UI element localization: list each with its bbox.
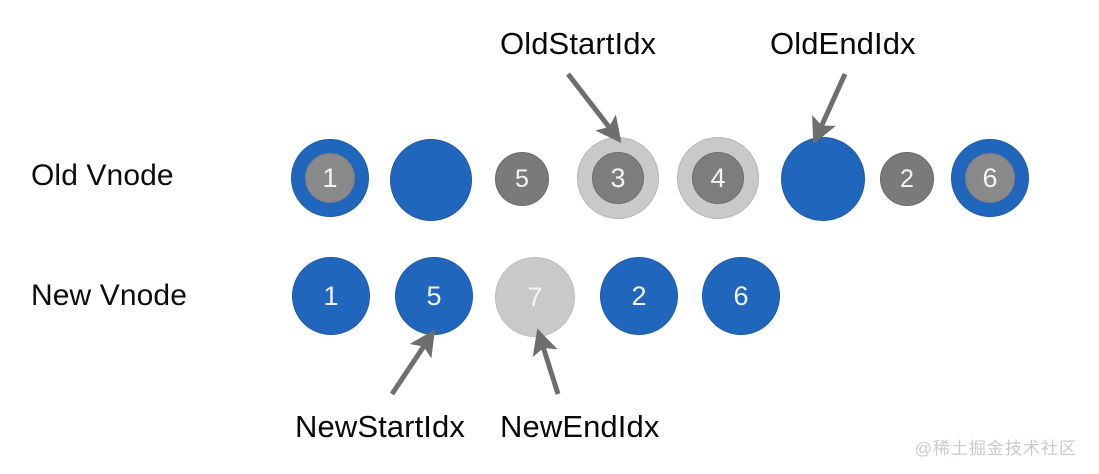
vnode-new-6: 6 — [702, 257, 780, 335]
vnode-old-6: 6 — [951, 139, 1029, 217]
vnode-old-3: 3 — [577, 137, 659, 219]
vnode-key-label: 5 — [515, 164, 529, 193]
vnode-old-5: 5 — [495, 152, 549, 206]
vnode-key-label: 3 — [610, 162, 626, 193]
vnode-new-7: 7 — [495, 257, 575, 337]
vnode-inner-core: 6 — [965, 153, 1015, 203]
vnode-new-2: 2 — [600, 257, 678, 335]
vnode-new-1: 1 — [292, 257, 370, 335]
vnode-old-blank-5 — [781, 137, 865, 221]
vnode-key-label: 2 — [631, 280, 647, 311]
arrow-oldendidx — [812, 72, 848, 145]
vnode-old-4: 4 — [677, 137, 759, 219]
vnode-key-label: 6 — [982, 162, 998, 193]
vnode-inner-core: 3 — [592, 152, 644, 204]
arrow-newstartidx — [389, 329, 435, 396]
vnode-key-label: 7 — [527, 281, 543, 312]
vnode-old-blank-1 — [390, 139, 472, 221]
vnode-key-label: 1 — [323, 280, 339, 311]
annotation-newendidx: NewEndIdx — [500, 409, 660, 444]
vnode-inner-core: 4 — [692, 152, 744, 204]
annotation-oldendidx: OldEndIdx — [770, 26, 916, 61]
vnode-inner-core: 1 — [305, 153, 355, 203]
vnode-old-2: 2 — [880, 152, 934, 206]
vnode-key-label: 5 — [426, 280, 442, 311]
watermark: @稀土掘金技术社区 — [914, 439, 1077, 458]
vnode-key-label: 2 — [900, 164, 914, 193]
annotation-oldstartidx: OldStartIdx — [500, 26, 657, 61]
arrow-oldstartidx — [566, 72, 622, 144]
arrow-newendidx — [532, 328, 561, 395]
new-vnode-row-label: New Vnode — [31, 279, 187, 312]
vnode-old-1: 1 — [291, 139, 369, 217]
annotation-newstartidx: NewStartIdx — [295, 409, 465, 444]
vnode-key-label: 6 — [733, 280, 749, 311]
vnode-key-label: 1 — [322, 162, 338, 193]
old-vnode-row-label: Old Vnode — [31, 159, 174, 192]
vnode-key-label: 4 — [710, 162, 726, 193]
vnode-new-5: 5 — [395, 257, 473, 335]
